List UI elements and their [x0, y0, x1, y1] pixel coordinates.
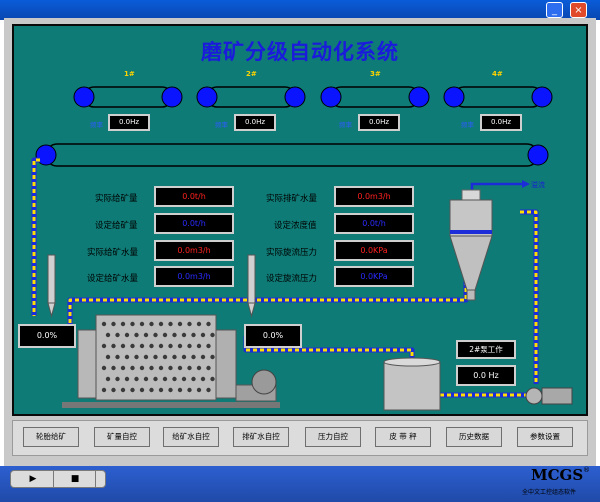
- pump-status: 2#泵工作: [456, 340, 516, 359]
- conveyor-1-freq-label: 频率: [90, 121, 103, 129]
- param-set-density[interactable]: 0.0t/h: [334, 213, 414, 234]
- conveyor-1-freq: 0.0Hz: [108, 114, 150, 131]
- brand-subtitle: 全中文工控组态软件: [522, 489, 577, 496]
- overflow-arrow: [470, 180, 530, 198]
- close-icon[interactable]: ×: [570, 2, 587, 18]
- param-label-actual-feed: 实际给矿量: [95, 194, 138, 204]
- param-label-actual-feed-water: 实际给矿水量: [87, 248, 139, 258]
- conveyor-2-freq-label: 频率: [215, 121, 228, 129]
- param-label-set-feed: 设定给矿量: [95, 221, 138, 231]
- param-label-set-feed-water: 设定给矿水量: [87, 274, 139, 284]
- conveyor-1: [73, 86, 183, 108]
- conveyor-4-freq: 0.0Hz: [480, 114, 522, 131]
- main-conveyor: [35, 143, 549, 167]
- minimize-button[interactable]: _: [546, 2, 563, 18]
- ball-mill: [62, 314, 280, 408]
- nav-button-ore-control[interactable]: 矿量自控: [94, 427, 150, 447]
- mill-feed-valve-value: 0.0%: [18, 324, 76, 348]
- param-actual-feed: 0.0t/h: [154, 186, 234, 207]
- feed-chutes: [47, 254, 256, 318]
- window-titlebar: [0, 0, 600, 20]
- nav-button-history[interactable]: 历史数据: [446, 427, 502, 447]
- nav-button-settings[interactable]: 参数设置: [517, 427, 573, 447]
- brand-logo: MCGS: [531, 466, 584, 484]
- nav-button-discharge-water-control[interactable]: 排矿水自控: [233, 427, 289, 447]
- brand-registered: ®: [583, 466, 590, 474]
- nav-button-feed-water-control[interactable]: 给矿水自控: [163, 427, 219, 447]
- param-actual-feed-water: 0.0m3/h: [154, 240, 234, 261]
- slurry-pump: [525, 387, 573, 405]
- overflow-label: 溢流: [531, 181, 545, 189]
- param-label-actual-cyclone-pressure: 实际旋流压力: [266, 248, 318, 258]
- pump-frequency: 0.0 Hz: [456, 365, 516, 386]
- param-actual-discharge-water: 0.0m3/h: [334, 186, 414, 207]
- sump-tank: [383, 357, 441, 411]
- param-set-feed[interactable]: 0.0t/h: [154, 213, 234, 234]
- page-title: 磨矿分级自动化系统: [201, 39, 399, 64]
- conveyor-3: [320, 86, 430, 108]
- param-label-actual-discharge-water: 实际排矿水量: [266, 194, 318, 204]
- stop-icon[interactable]: ■: [55, 471, 96, 487]
- conveyor-3-index: 3#: [370, 70, 381, 78]
- player-control: ▶ ■: [10, 470, 106, 488]
- conveyor-1-index: 1#: [124, 70, 135, 78]
- param-label-set-cyclone-pressure: 设定旋流压力: [266, 274, 318, 284]
- hydrocyclone: [449, 189, 493, 301]
- param-set-cyclone-pressure[interactable]: 0.0KPa: [334, 266, 414, 287]
- conveyor-4-index: 4#: [492, 70, 503, 78]
- play-icon[interactable]: ▶: [13, 471, 54, 487]
- conveyor-2-index: 2#: [246, 70, 257, 78]
- nav-button-belt-scale[interactable]: 皮 带 秤: [375, 427, 431, 447]
- param-set-feed-water[interactable]: 0.0m3/h: [154, 266, 234, 287]
- conveyor-4: [443, 86, 553, 108]
- conveyor-4-freq-label: 频率: [461, 121, 474, 129]
- conveyor-2-freq: 0.0Hz: [234, 114, 276, 131]
- nav-button-pressure-control[interactable]: 压力自控: [305, 427, 361, 447]
- conveyor-2: [196, 86, 306, 108]
- param-actual-cyclone-pressure: 0.0KPa: [334, 240, 414, 261]
- mill-water-valve-value: 0.0%: [244, 324, 302, 348]
- param-label-set-density: 设定浓度值: [274, 221, 317, 231]
- conveyor-3-freq-label: 频率: [339, 121, 352, 129]
- conveyor-3-freq: 0.0Hz: [358, 114, 400, 131]
- nav-button-tire-feed[interactable]: 轮胎给矿: [23, 427, 79, 447]
